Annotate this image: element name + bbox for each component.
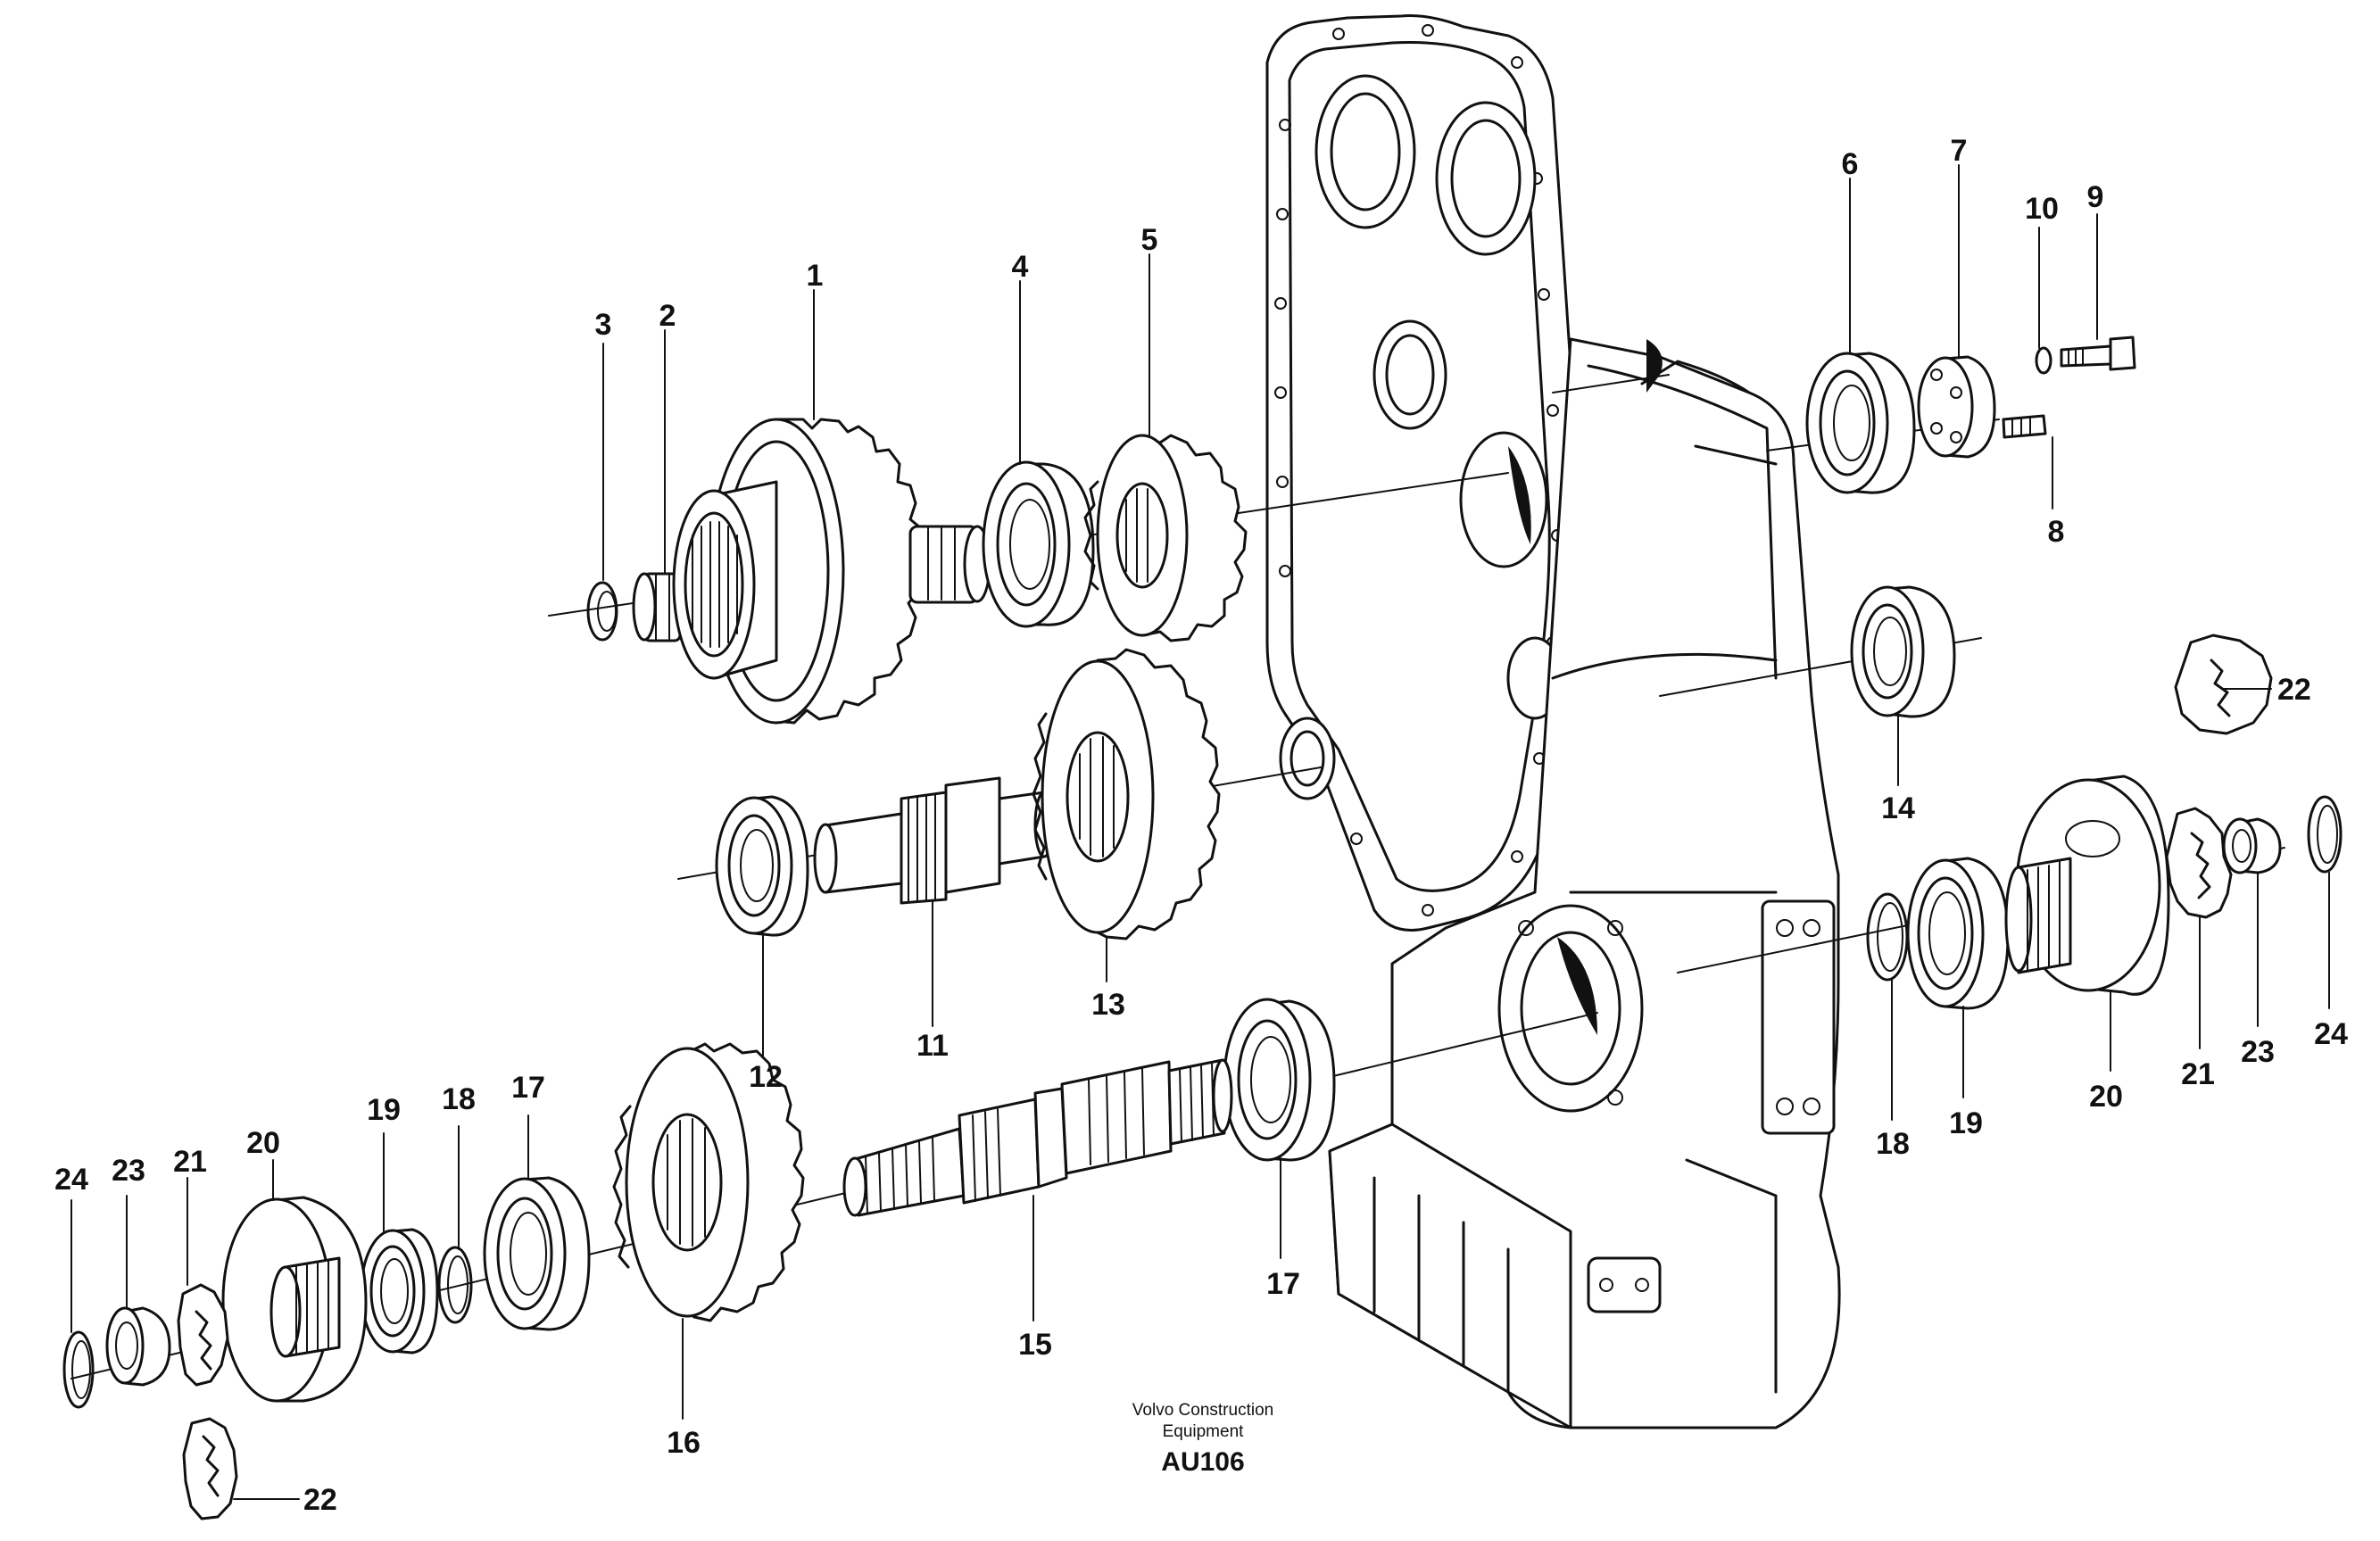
part-7-plate	[1917, 355, 1996, 459]
callout-3: 3	[595, 308, 612, 342]
drawing-credit: Volvo Construction Equipment AU106	[1132, 1401, 1273, 1477]
callout-18-right: 18	[1876, 1127, 1910, 1161]
credit-line-1: Volvo Construction	[1132, 1401, 1273, 1420]
callout-18-left: 18	[442, 1082, 476, 1116]
part-9-bolt	[2060, 336, 2136, 371]
callout-numbers: 1 2 3 4 5 6 7 8 9 10 11 12 13 14 15 16 1…	[54, 134, 2348, 1517]
callout-22-lower: 22	[303, 1483, 337, 1517]
part-23-nut-left	[105, 1306, 171, 1387]
part-8-set-screw	[2002, 414, 2047, 439]
callout-20-right: 20	[2089, 1080, 2123, 1114]
part-6-bearing	[1805, 352, 1916, 494]
part-24-circlip-left	[62, 1330, 95, 1409]
callout-19-left: 19	[367, 1093, 401, 1127]
callout-20-left: 20	[246, 1126, 280, 1160]
callout-24-right: 24	[2314, 1017, 2348, 1051]
callout-8: 8	[2048, 515, 2065, 549]
part-10-washer	[2035, 346, 2052, 375]
drawing-code: AU106	[1161, 1447, 1244, 1477]
part-23-nut-right	[2222, 817, 2282, 874]
callout-23-right: 23	[2241, 1035, 2275, 1069]
callout-7: 7	[1951, 134, 1968, 168]
part-15-main-shaft	[842, 1058, 1233, 1217]
part-5-gear	[1083, 434, 1248, 642]
callout-24-left: 24	[54, 1163, 88, 1197]
callout-5: 5	[1141, 223, 1158, 257]
callout-13: 13	[1091, 988, 1125, 1022]
callout-9: 9	[2087, 180, 2104, 214]
callout-19-right: 19	[1949, 1106, 1983, 1140]
part-18-o-ring-left	[437, 1246, 473, 1324]
part-17-bearing-left	[483, 1176, 591, 1331]
part-2-nut	[632, 572, 682, 642]
callout-1: 1	[807, 259, 824, 293]
callout-14: 14	[1881, 791, 1915, 825]
part-22-lock-plate-lower	[182, 1417, 238, 1520]
callout-11: 11	[916, 1029, 949, 1063]
part-19-seal-right	[1906, 857, 2010, 1010]
leader-lines	[70, 164, 2330, 1500]
callout-17-right: 17	[1266, 1267, 1300, 1301]
callout-21-left: 21	[173, 1145, 207, 1179]
part-1-gear-with-hub	[672, 418, 991, 725]
part-20-flange-left	[221, 1196, 368, 1403]
part-13-gear	[1032, 648, 1221, 940]
callout-10: 10	[2025, 192, 2059, 226]
part-3-circlip	[586, 581, 618, 642]
callout-22-upper: 22	[2277, 673, 2311, 707]
part-14-bearing	[1850, 585, 1956, 718]
part-22-lock-plate-upper	[2174, 634, 2273, 735]
part-17-bearing-right	[1223, 998, 1336, 1162]
callout-4: 4	[1012, 250, 1029, 284]
callout-6: 6	[1842, 147, 1859, 181]
part-4-bearing	[982, 460, 1095, 628]
part-19-seal-left	[360, 1228, 439, 1355]
callout-17-left: 17	[511, 1071, 545, 1105]
callout-21-right: 21	[2181, 1057, 2215, 1091]
part-24-circlip-right	[2307, 795, 2343, 874]
part-21-lock-plate-right	[2165, 807, 2233, 919]
part-20-flange-right	[2004, 775, 2170, 996]
gearbox-housing	[1265, 14, 1841, 1429]
part-11-shaft	[813, 776, 1055, 905]
callout-2: 2	[659, 299, 676, 333]
part-18-o-ring-right	[1866, 892, 1909, 982]
part-16-gear	[612, 1042, 805, 1322]
part-21-lock-plate-left	[177, 1283, 229, 1387]
callout-15: 15	[1018, 1328, 1052, 1362]
callout-16: 16	[667, 1426, 701, 1460]
credit-line-2: Equipment	[1163, 1422, 1245, 1441]
callout-12: 12	[749, 1060, 783, 1094]
part-12-bearing	[715, 795, 809, 937]
callout-23-left: 23	[112, 1154, 145, 1188]
